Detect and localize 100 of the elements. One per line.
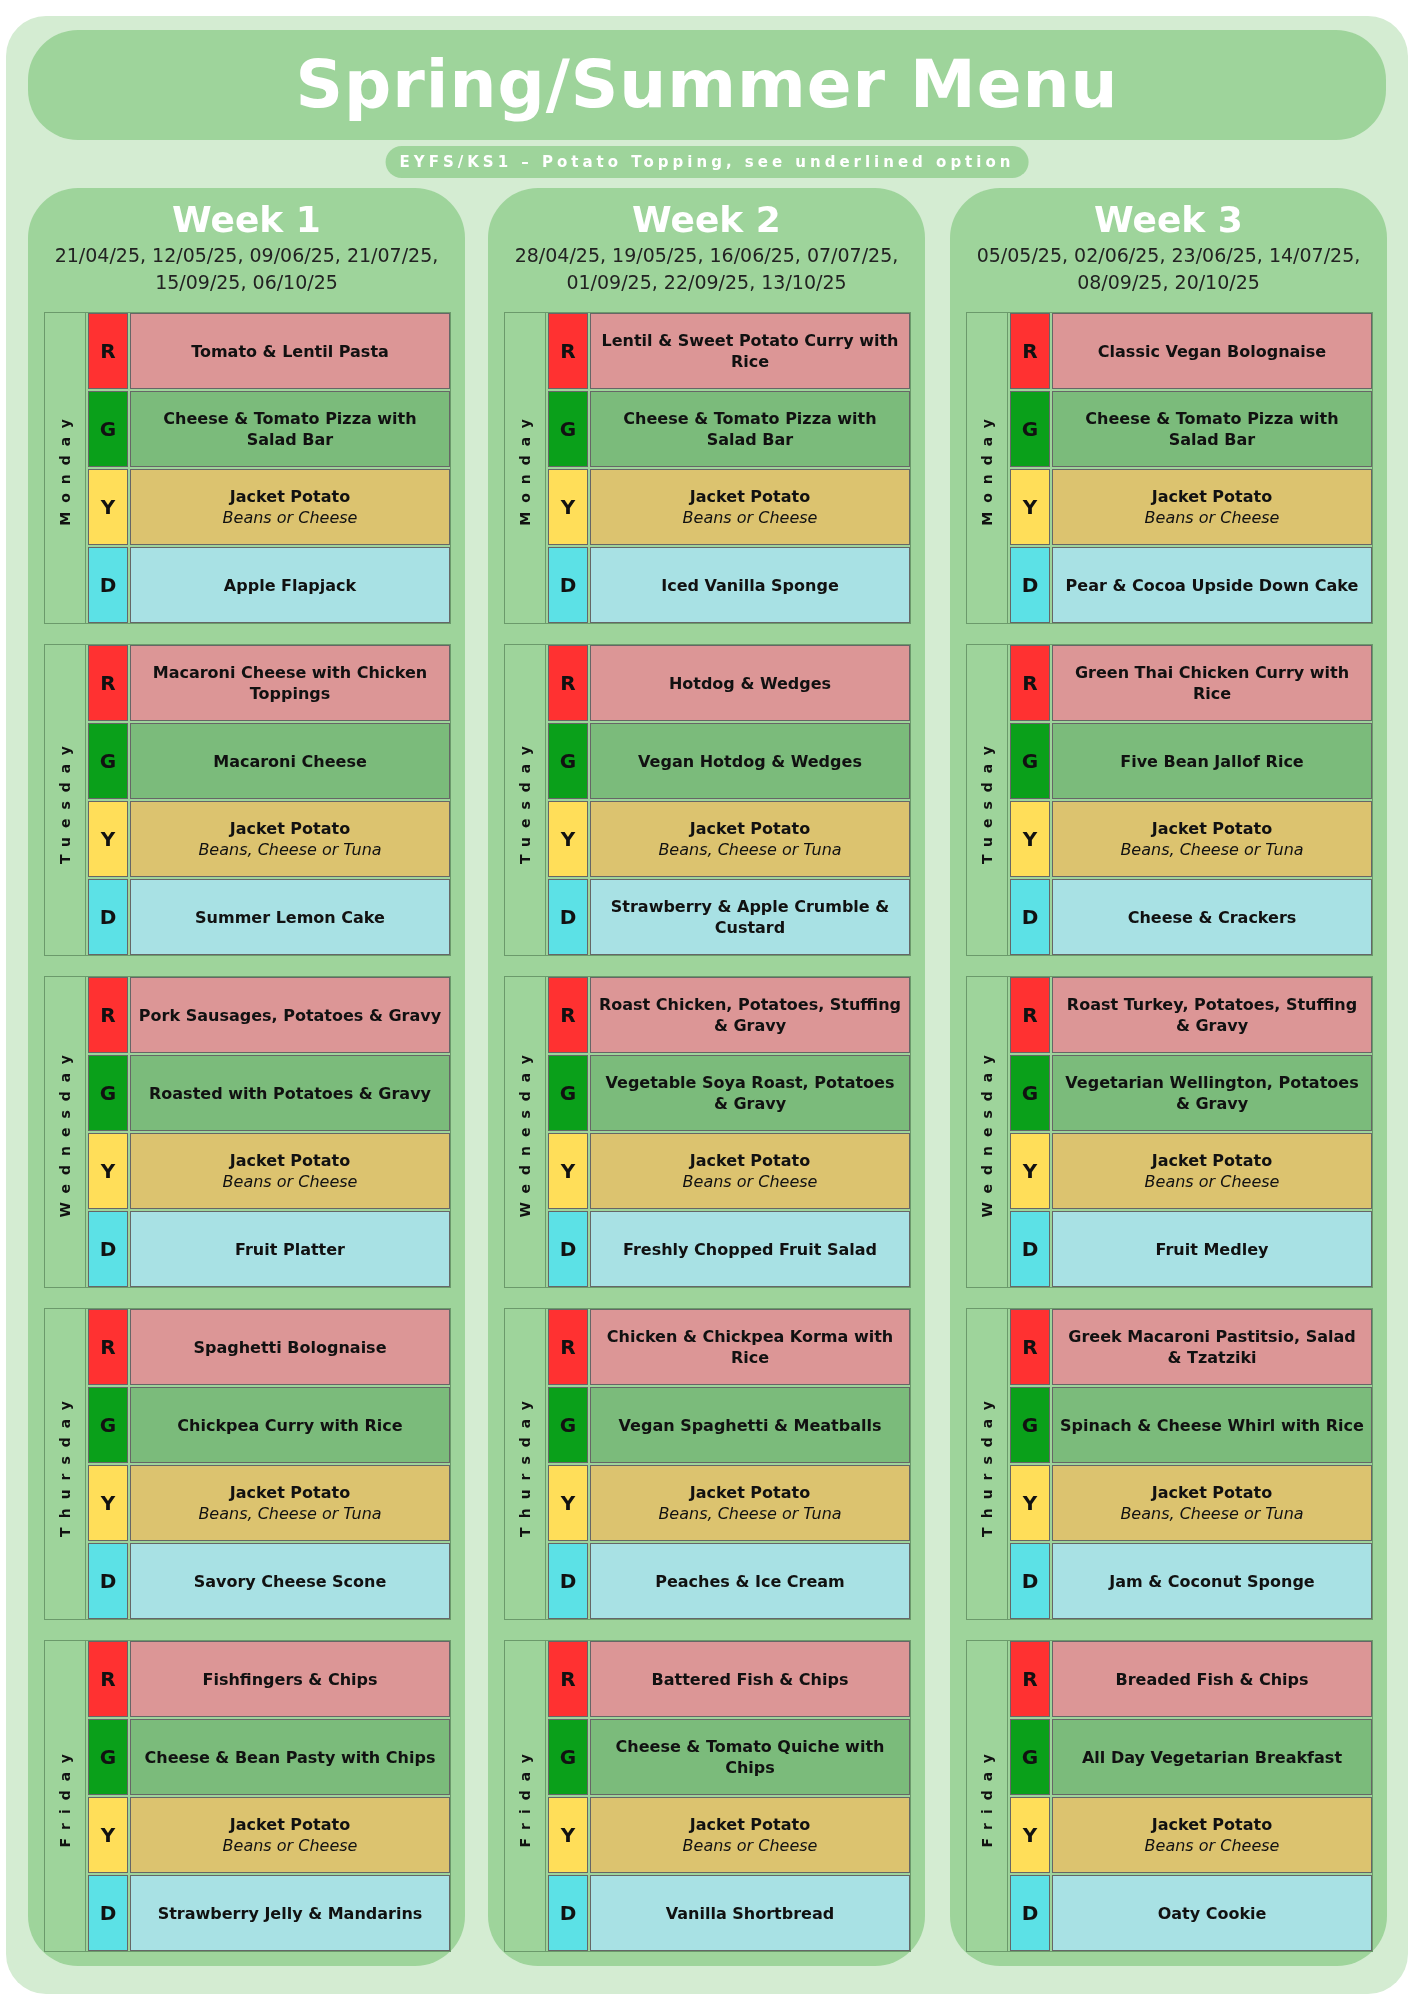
week-column — [28, 188, 465, 1966]
row-letter: R — [548, 1641, 588, 1717]
dish-card — [1052, 1719, 1372, 1795]
row-letter: D — [548, 1543, 588, 1619]
dish-card — [130, 645, 450, 721]
row-letter: Y — [1010, 1133, 1050, 1209]
day-block — [966, 1640, 1373, 1952]
row-letter: D — [88, 879, 128, 955]
dish-name: All Day Vegetarian Breakfast — [1081, 1746, 1343, 1768]
dish-name: Apple Flapjack — [223, 574, 357, 596]
row-letter: Y — [548, 1133, 588, 1209]
day-block — [966, 1308, 1373, 1620]
dish-card — [590, 977, 910, 1053]
row-letter: G — [548, 1719, 588, 1795]
row-letter: R — [548, 977, 588, 1053]
row-letter: Y — [548, 469, 588, 545]
week-heading: Week 3 — [1093, 198, 1244, 242]
day-label: Tuesday — [57, 736, 73, 864]
dish-card — [1052, 313, 1372, 389]
dish-card — [1052, 547, 1372, 623]
row-letter: Y — [548, 1465, 588, 1541]
row-letter: Y — [88, 1797, 128, 1873]
dish-options: Beans or Cheese — [1144, 1835, 1280, 1856]
dish-name: Jacket Potato — [229, 1150, 351, 1171]
dish-name: Chickpea Curry with Rice — [177, 1414, 403, 1436]
dish-card — [590, 313, 910, 389]
row-letter: D — [1010, 1211, 1050, 1287]
week-column — [950, 188, 1387, 1966]
dish-options: Beans, Cheese or Tuna — [198, 1503, 382, 1524]
dish-name: Chicken & Chickpea Korma with Rice — [605, 1326, 895, 1368]
dish-options: Beans or Cheese — [222, 507, 358, 528]
day-block — [504, 1308, 911, 1620]
dish-name: Jacket Potato — [689, 818, 811, 839]
dish-card — [130, 1797, 450, 1873]
dish-card — [590, 1211, 910, 1287]
dish-name: Cheese & Tomato Pizza with Salad Bar — [1084, 408, 1340, 450]
dish-name: Cheese & Bean Pasty with Chips — [144, 1746, 436, 1768]
dish-options: Beans or Cheese — [222, 1171, 358, 1192]
dish-card — [1052, 469, 1372, 545]
dish-options: Beans or Cheese — [682, 1835, 818, 1856]
dish-card — [1052, 1797, 1372, 1873]
dish-name: Strawberry Jelly & Mandarins — [157, 1902, 423, 1924]
row-letter: Y — [88, 1465, 128, 1541]
row-letter: Y — [1010, 801, 1050, 877]
dish-name: Jacket Potato — [1151, 818, 1273, 839]
row-letter: R — [548, 645, 588, 721]
dish-name: Fruit Platter — [235, 1238, 345, 1260]
dish-card — [1052, 879, 1372, 955]
dish-name: Pork Sausages, Potatoes & Gravy — [138, 1004, 442, 1026]
day-block — [504, 1640, 911, 1952]
dish-card — [1052, 1133, 1372, 1209]
dish-card — [130, 1543, 450, 1619]
row-letter: D — [548, 1211, 588, 1287]
dish-card — [130, 723, 450, 799]
dish-name: Roast Turkey, Potatoes, Stuffing & Gravy — [1065, 994, 1359, 1036]
dish-card — [130, 547, 450, 623]
dish-card — [590, 645, 910, 721]
row-letter: Y — [1010, 469, 1050, 545]
day-label: Wednesday — [57, 1046, 73, 1218]
dish-name: Classic Vegan Bolognaise — [1097, 340, 1327, 362]
dish-name: Jacket Potato — [689, 1150, 811, 1171]
dish-options: Beans or Cheese — [1144, 507, 1280, 528]
row-letter: R — [548, 313, 588, 389]
dish-card — [130, 1465, 450, 1541]
dish-name: Five Bean Jallof Rice — [1120, 750, 1304, 772]
dish-card — [590, 391, 910, 467]
dish-options: Beans or Cheese — [1144, 1171, 1280, 1192]
dish-card — [590, 879, 910, 955]
dish-card — [130, 1875, 450, 1951]
day-label: Wednesday — [979, 1046, 995, 1218]
row-letter: D — [88, 547, 128, 623]
dish-card — [590, 1875, 910, 1951]
dish-options: Beans or Cheese — [682, 507, 818, 528]
subtitle-pill: EYFS/KS1 – Potato Topping, see underlined option — [385, 146, 1029, 178]
dish-options: Beans or Cheese — [222, 1835, 358, 1856]
dish-card — [130, 1133, 450, 1209]
dish-card — [1052, 645, 1372, 721]
row-letter: G — [1010, 1387, 1050, 1463]
dish-name: Cheese & Tomato Pizza with Salad Bar — [622, 408, 878, 450]
dish-card — [130, 801, 450, 877]
dish-card — [590, 1797, 910, 1873]
row-letter: R — [548, 1309, 588, 1385]
day-block — [504, 312, 911, 624]
row-letter: Y — [548, 801, 588, 877]
day-block — [966, 644, 1373, 956]
dish-options: Beans, Cheese or Tuna — [658, 839, 842, 860]
day-label: Tuesday — [517, 736, 533, 864]
dish-options: Beans, Cheese or Tuna — [1120, 1503, 1304, 1524]
row-letter: D — [88, 1543, 128, 1619]
row-letter: G — [1010, 1719, 1050, 1795]
dish-name: Lentil & Sweet Potato Curry with Rice — [600, 330, 900, 372]
day-label: Thursday — [979, 1391, 995, 1537]
dish-card — [130, 1055, 450, 1131]
row-letter: R — [88, 977, 128, 1053]
dish-options: Beans, Cheese or Tuna — [1120, 839, 1304, 860]
row-letter: G — [88, 1055, 128, 1131]
row-letter: Y — [548, 1797, 588, 1873]
row-letter: G — [548, 1055, 588, 1131]
dish-card — [1052, 1465, 1372, 1541]
row-letter: G — [1010, 1055, 1050, 1131]
